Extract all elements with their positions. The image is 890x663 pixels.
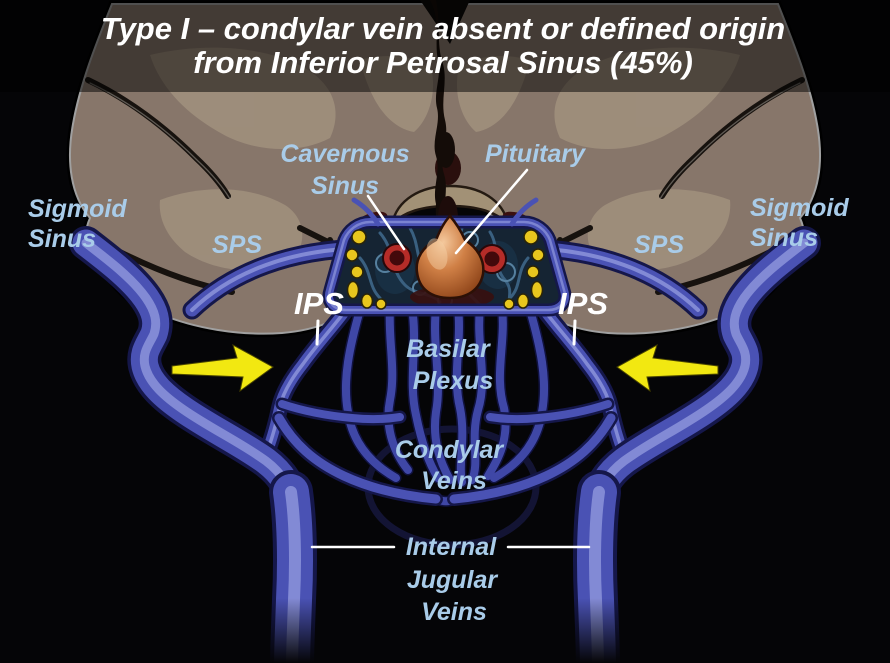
basilar-strand xyxy=(408,304,442,482)
basilar-strand xyxy=(384,304,412,474)
pituitary-gland xyxy=(415,214,485,300)
internal-jugular-label-line2: Jugular xyxy=(407,566,499,594)
ips-left-tick xyxy=(315,319,320,346)
title-backdrop-shadow xyxy=(0,0,890,92)
brain-section xyxy=(0,0,890,335)
nerve-dot xyxy=(531,248,545,262)
flow-arrows xyxy=(171,343,719,393)
sigmoid-sinus-left-label-line1: Sigmoid xyxy=(28,195,127,223)
condylar-veins-label-line2: Veins xyxy=(421,467,487,495)
nerve-dot xyxy=(375,298,387,310)
leader-lines xyxy=(310,168,591,549)
ips-right-label: IPS xyxy=(558,286,608,321)
nerve-dot xyxy=(526,265,540,279)
sigmoid-sinus-left-label-line2: Sinus xyxy=(28,225,96,253)
nerve-dot xyxy=(523,229,539,245)
nerve-dot xyxy=(530,280,544,300)
flow-arrow-left-icon xyxy=(171,343,274,393)
basilar-plexus-label-line2: Plexus xyxy=(413,367,494,395)
nerve-dot xyxy=(350,265,364,279)
anatomy-labels: Cavernous Sinus Pituitary Sigmoid Sinus … xyxy=(28,140,849,626)
condylar-veins-label-line1: Condylar xyxy=(395,436,505,464)
stub-vein-right xyxy=(509,197,539,227)
cavernous-sinus-complex xyxy=(329,197,565,313)
basilar-strand xyxy=(452,304,467,486)
pituitary-leader-line xyxy=(454,168,529,255)
sigmoid-sinus-right-label-line2: Sinus xyxy=(750,224,818,252)
internal-jugular-label-line1: Internal xyxy=(406,533,497,561)
nerve-dot xyxy=(346,280,360,300)
basilar-strand xyxy=(484,304,510,480)
sigmoid-sinus-right-label-line1: Sigmoid xyxy=(750,194,849,222)
stub-vein-left xyxy=(351,197,381,227)
nerve-dot xyxy=(503,298,515,310)
title-line1: Type I – condylar vein absent or defined… xyxy=(101,11,785,46)
ips-right-tick xyxy=(572,319,577,346)
sps-right-label: SPS xyxy=(634,231,684,259)
carotid-arteries xyxy=(382,243,507,274)
cranial-nerve-dots xyxy=(345,229,545,310)
jugular-fade-right xyxy=(548,598,648,663)
pituitary-label: Pituitary xyxy=(485,140,586,168)
internal-jugular-label-line3: Veins xyxy=(421,598,487,626)
ips-left-label: IPS xyxy=(294,286,344,321)
cavernous-leader-line xyxy=(366,194,406,251)
nerve-dot xyxy=(360,293,374,309)
flow-arrow-right-icon xyxy=(616,343,719,393)
figure-title: Type I – condylar vein absent or defined… xyxy=(101,11,785,80)
sps-left-label: SPS xyxy=(212,231,262,259)
title-line2: from Inferior Petrosal Sinus (45%) xyxy=(193,45,693,80)
jugular-fade-left xyxy=(248,598,340,663)
basilar-strand xyxy=(468,304,487,484)
cavernous-sinus-label-line1: Cavernous xyxy=(280,140,409,168)
basilar-plexus-label-line1: Basilar xyxy=(406,335,491,363)
cavernous-sinus-label-line2: Sinus xyxy=(311,172,379,200)
basilar-strand xyxy=(431,304,454,484)
nerve-dot xyxy=(345,248,359,262)
nerve-dot xyxy=(351,229,367,245)
nerve-dot xyxy=(516,293,530,309)
basilar-plexus-veins xyxy=(340,302,550,507)
